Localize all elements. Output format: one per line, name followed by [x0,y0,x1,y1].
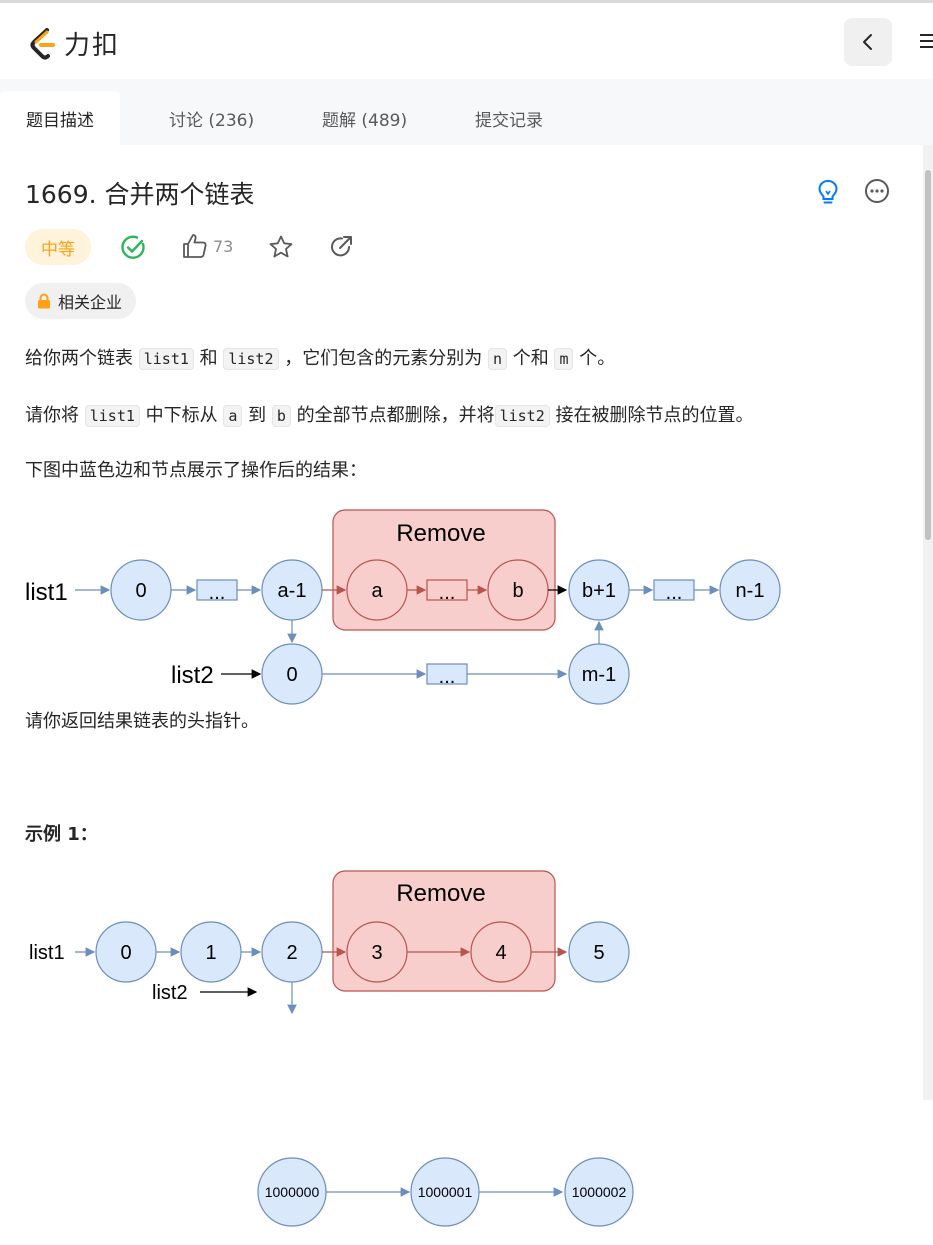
node-label: 1000000 [265,1184,320,1200]
star-icon [269,235,293,258]
problem-content: 1669. 合并两个链表 中等 73 [0,145,923,1227]
back-button[interactable] [844,18,892,66]
tab-solutions[interactable]: 题解 (489) [322,110,408,131]
list2-label: list2 [152,982,188,1004]
description-paragraph-3: 下图中蓝色边和节点展示了操作后的结果： [25,460,367,481]
list2-label: list2 [171,662,214,689]
lock-icon [38,293,50,309]
node-label: m-1 [582,664,616,686]
inline-code: list1 [138,348,194,370]
text: 给你两个链表 [25,348,139,369]
inline-code: a [223,405,243,427]
node-label: b+1 [582,580,616,602]
inline-code: list2 [494,405,550,427]
remove-label: Remove [396,880,485,907]
top-header: 力扣 [0,3,933,79]
hint-button[interactable] [815,178,841,210]
leetcode-logo-icon [30,27,55,59]
list1-label: list1 [29,942,65,964]
lightbulb-icon [818,179,838,204]
node-label: 4 [495,942,506,964]
menu-button[interactable] [919,32,933,54]
list1-label: list1 [25,579,68,606]
scrollbar-thumb[interactable] [925,170,931,540]
tab-submissions[interactable]: 提交记录 [475,110,543,131]
thumbs-up-icon [183,234,207,258]
node-label: a [371,580,383,602]
node-label: 5 [593,942,604,964]
inline-code: m [554,348,574,370]
example-1-title: 示例 1： [25,824,98,845]
node-label: a-1 [278,580,307,602]
solved-status [120,234,147,265]
inline-code: list2 [223,348,279,370]
more-horizontal-icon [865,179,889,203]
node-label: b [512,580,523,602]
node-label: n-1 [736,580,765,602]
hamburger-icon [920,34,933,48]
merge-diagram-example-1: Remove list1 0 1 2 3 4 5 list2 1000000 1… [29,870,634,1227]
text: 到 [242,405,272,426]
text: 请你将 [25,405,85,426]
text: 中下标从 [139,405,224,426]
node-label: 0 [135,580,146,602]
like-count: 73 [213,237,234,256]
chevron-left-icon [863,34,872,50]
ellipsis-label: ... [439,666,456,688]
node-label: 0 [286,664,297,686]
inline-code: b [271,405,291,427]
tab-bar: 题目描述 讨论 (236) 题解 (489) 提交记录 [0,79,933,145]
inline-code: list1 [84,405,140,427]
window-top-border [0,0,933,3]
inline-code: n [487,348,507,370]
logo-text: 力扣 [64,31,121,61]
ellipsis-label: ... [209,582,226,604]
share-icon [331,236,352,257]
problem-title: 1669. 合并两个链表 [25,180,255,209]
merge-diagram-general: Remove list1 0 ... a-1 a ... b b+1 ... n… [25,509,781,705]
text: 个。 [573,348,616,369]
check-circle-icon [121,235,145,259]
description-paragraph-1: 给你两个链表 list1 和 list2 ，它们包含的元素分别为 n 个和 m … [25,344,615,374]
text: 和 [193,348,224,369]
logo[interactable]: 力扣 [28,25,120,62]
node [568,921,630,983]
ellipsis-label: ... [439,582,456,604]
node-label: 1000001 [418,1184,473,1200]
tab-description[interactable]: 题目描述 [0,91,120,145]
node [719,559,781,621]
difficulty-badge: 中等 [25,229,91,265]
tab-discussion[interactable]: 讨论 (236) [169,110,255,131]
favorite-button[interactable] [268,234,294,264]
text: 的全部节点都删除，并将 [290,405,495,426]
vertical-scrollbar[interactable] [923,145,933,1100]
more-options-button[interactable] [864,178,890,208]
remove-label: Remove [396,520,485,547]
related-companies-tag[interactable]: 相关企业 [25,283,137,319]
share-button[interactable] [329,234,355,264]
related-companies-label: 相关企业 [58,293,123,312]
like-button[interactable] [182,233,208,263]
text: 个和 [506,348,555,369]
description-paragraph-4: 请你返回结果链表的头指针。 [25,711,259,732]
node-label: 3 [371,942,382,964]
node-label: 0 [120,942,131,964]
ellipsis-label: ... [666,582,683,604]
text: ，它们包含的元素分别为 [278,348,488,369]
node-label: 1000002 [572,1184,627,1200]
node-label: 2 [286,942,297,964]
node-label: 1 [205,942,216,964]
text: 接在被删除节点的位置。 [549,405,754,426]
